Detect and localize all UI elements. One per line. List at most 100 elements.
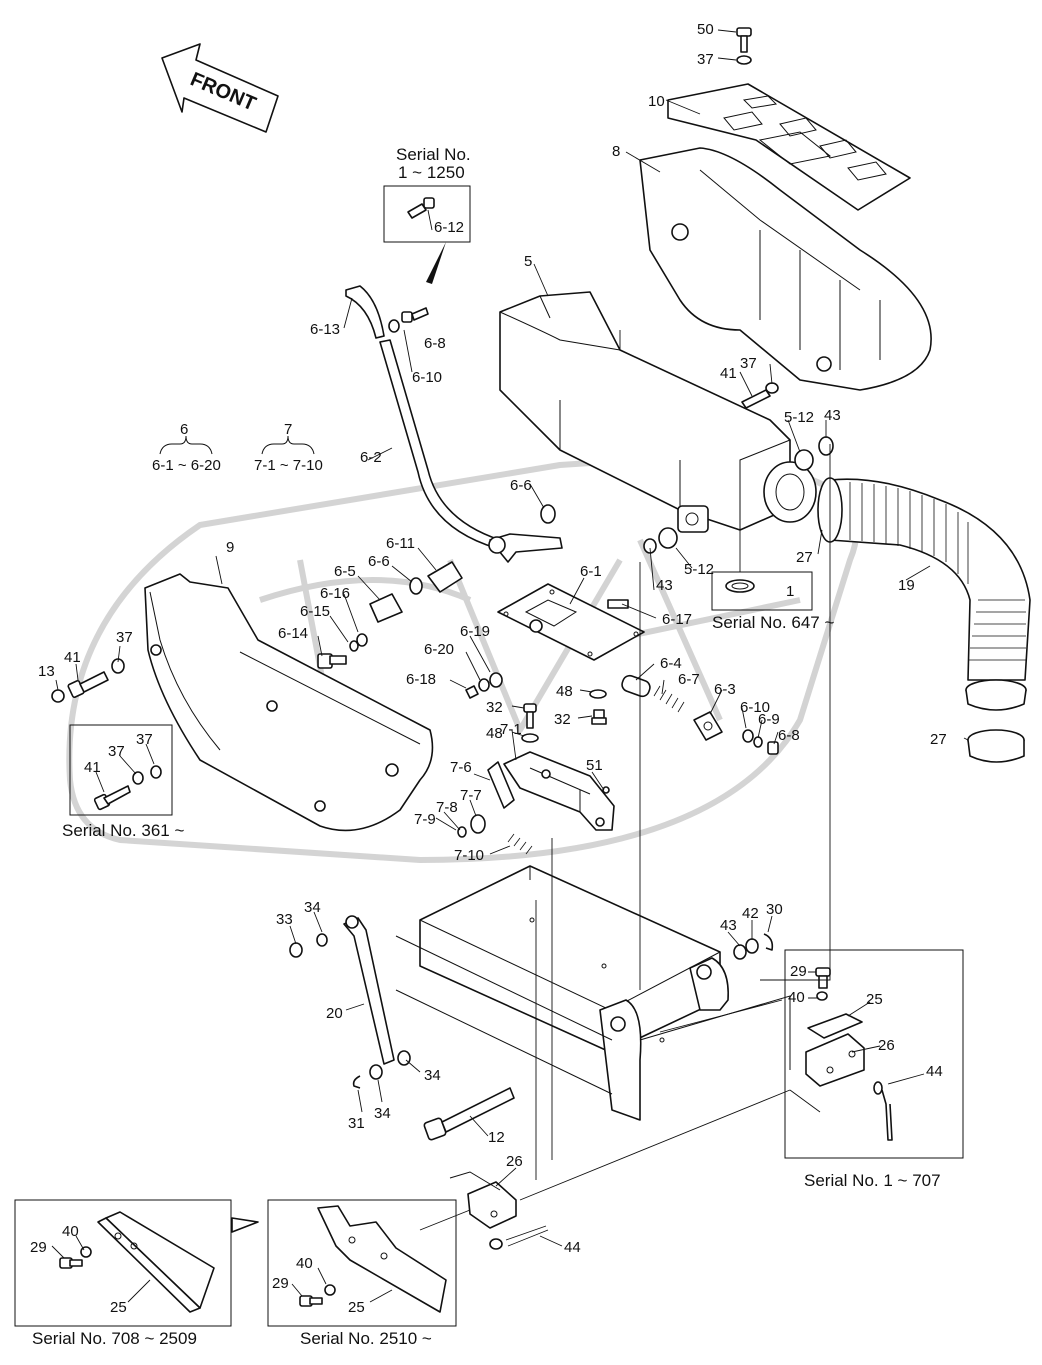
label-42: 42 [742,905,759,922]
label-25-r: 25 [866,991,883,1008]
serial-1-1250-line2: 1 ~ 1250 [398,163,465,182]
label-8: 8 [612,143,620,160]
label-7-7: 7-7 [460,787,482,804]
label-6-20: 6-20 [424,641,454,658]
label-43-b: 43 [656,577,673,594]
gas-spring [289,915,411,1089]
bushings-5-12 [388,307,834,554]
label-20: 20 [326,1005,343,1022]
inset-side-bolts [69,724,173,816]
label-19: 19 [898,577,915,594]
label-40-r: 40 [788,989,805,1006]
label-27-b: 27 [930,731,947,748]
bolt-41-top [741,382,779,409]
label-29-l: 29 [30,1239,47,1256]
base-frame [395,865,791,1121]
label-6-1: 6-1 [580,563,602,580]
label-26-b: 26 [506,1153,523,1170]
latch-bracket [457,751,615,855]
label-29-r: 29 [790,963,807,980]
group-7-range: 7-1 ~ 7-10 [254,457,323,474]
label-37-b2: 37 [136,731,153,748]
inset-708-2509 [14,1199,232,1327]
label-50: 50 [697,21,714,38]
washers-43-42-30 [733,933,774,960]
label-34-b: 34 [424,1067,441,1084]
serial-361: Serial No. 361 ~ [62,821,184,840]
grommet-1 [725,579,755,593]
flex-hose [817,477,1031,711]
label-5-12-b: 5-12 [684,561,714,578]
label-37-b1: 37 [108,743,125,760]
label-44-r: 44 [926,1063,943,1080]
label-6-4: 6-4 [660,655,682,672]
label-7-8: 7-8 [436,799,458,816]
label-6-8-b: 6-8 [778,727,800,744]
serial-647: Serial No. 647 ~ [712,613,834,632]
group-6-range: 6-1 ~ 6-20 [152,457,221,474]
part-labels: 50 37 10 8 5 6-12 6-13 6-8 6-10 6-2 41 3… [30,21,947,1316]
pedal-rod [345,285,563,563]
label-40-l: 40 [62,1223,79,1240]
inset-arrow [231,1217,259,1233]
pin-12 [423,1087,515,1141]
label-30: 30 [766,901,783,918]
label-5: 5 [524,253,532,270]
label-6-11: 6-11 [386,535,415,552]
label-6-7: 6-7 [678,671,700,688]
label-29-m: 29 [272,1275,289,1292]
label-6-2: 6-2 [360,449,382,466]
serial-708-2509: Serial No. 708 ~ 2509 [32,1329,197,1348]
label-7-6: 7-6 [450,759,472,776]
label-6-6-b: 6-6 [368,553,390,570]
bolt-41 [93,765,162,811]
label-9: 9 [226,539,234,556]
group-6-number: 6 [180,421,188,438]
front-direction-arrow: FRONT [161,43,279,133]
group-7-brace [261,435,315,455]
label-7-1: 7-1 [500,721,522,738]
label-48-a: 48 [556,683,573,700]
label-41-b: 41 [84,759,101,776]
label-43-a: 43 [824,407,841,424]
label-31: 31 [348,1115,365,1132]
group-7-number: 7 [284,421,292,438]
inset-2510 [267,1199,457,1327]
screw-6-12 [407,197,435,219]
label-32-b: 32 [554,711,571,728]
label-7-10: 7-10 [454,847,484,864]
label-44-b: 44 [564,1239,581,1256]
label-6-10-b: 6-10 [740,699,770,716]
hose-band-27 [967,729,1025,763]
bolt-50 [736,27,752,65]
label-6-14: 6-14 [278,625,308,642]
label-40-m: 40 [296,1255,313,1272]
bolt-41-side [51,658,125,703]
label-6-17: 6-17 [662,611,692,628]
group-labels: 6 6-1 ~ 6-20 7 7-1 ~ 7-10 [152,421,323,474]
inset-part-1 [711,571,813,611]
label-41-r: 41 [720,365,737,382]
label-6-13: 6-13 [310,321,340,338]
serial-1-1250-line1: Serial No. [396,145,471,164]
label-6-9: 6-9 [758,711,780,728]
label-6-16: 6-16 [320,585,350,602]
label-6-15: 6-15 [300,603,330,620]
label-37-r: 37 [740,355,757,372]
label-25-m: 25 [348,1299,365,1316]
duct-cover-plate [667,83,911,211]
label-6-6-a: 6-6 [510,477,532,494]
label-51: 51 [586,757,603,774]
side-cover [144,573,434,832]
label-32-a: 32 [486,699,503,716]
label-48-b: 48 [486,725,503,742]
bolts-32-48 [521,689,607,743]
label-33: 33 [276,911,293,928]
serial-2510: Serial No. 2510 ~ [300,1329,432,1348]
label-34-c: 34 [374,1105,391,1122]
reference-lines [419,330,831,1231]
label-43-c: 43 [720,917,737,934]
label-37-top: 37 [697,51,714,68]
label-37-l: 37 [116,629,133,646]
